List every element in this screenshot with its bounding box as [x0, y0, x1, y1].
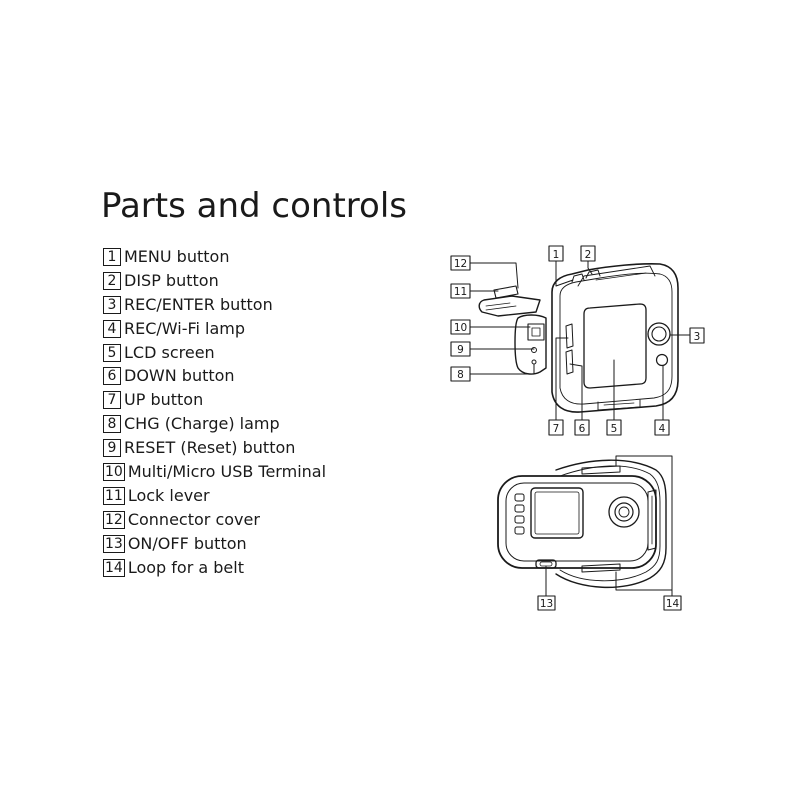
- callout-lines-top: [469, 260, 691, 421]
- callout-number-labels: 12 11 10 9 8 1 2 3 4 5 6 7 13 14: [454, 249, 701, 610]
- part-number: 2: [103, 271, 121, 290]
- callout-lines-bottom: [545, 455, 673, 597]
- part-number: 4: [103, 319, 121, 338]
- part-label: REC/ENTER button: [124, 294, 273, 314]
- callout-label: 3: [694, 331, 701, 343]
- part-number: 7: [103, 391, 121, 410]
- callout-label: 12: [454, 258, 467, 270]
- callout-label: 7: [553, 423, 560, 435]
- part-number: 3: [103, 295, 121, 314]
- page-title: Parts and controls: [101, 186, 407, 226]
- part-label: Lock lever: [127, 485, 210, 505]
- callout-label: 5: [611, 423, 618, 435]
- part-number: 9: [103, 439, 121, 458]
- part-label: LCD screen: [124, 342, 215, 362]
- callout-label: 13: [540, 598, 553, 610]
- part-label: REC/Wi-Fi lamp: [124, 318, 246, 338]
- callout-label: 8: [457, 369, 464, 381]
- part-number: 13: [103, 534, 125, 553]
- part-label: Connector cover: [127, 509, 260, 529]
- callout-label: 1: [553, 249, 560, 261]
- part-label: CHG (Charge) lamp: [124, 414, 280, 434]
- callout-number-boxes: [450, 245, 705, 611]
- camera-remote-front: [497, 459, 667, 589]
- camera-remote-perspective: [478, 263, 679, 413]
- part-number: 11: [103, 486, 125, 505]
- callout-label: 10: [454, 322, 467, 334]
- part-number: 1: [103, 247, 121, 266]
- part-label: UP button: [124, 390, 204, 410]
- part-number: 14: [103, 558, 125, 577]
- part-number: 5: [103, 343, 121, 362]
- callout-label: 2: [585, 249, 592, 261]
- callout-label: 9: [457, 344, 464, 356]
- part-label: DOWN button: [124, 366, 235, 386]
- part-label: Loop for a belt: [127, 557, 244, 577]
- part-label: ON/OFF button: [127, 533, 247, 553]
- callout-label: 14: [666, 598, 680, 610]
- part-number: 10: [103, 462, 125, 481]
- part-label: MENU button: [124, 246, 230, 266]
- part-number: 8: [103, 415, 121, 434]
- part-number: 12: [103, 510, 125, 529]
- part-label: DISP button: [124, 270, 219, 290]
- callout-label: 4: [659, 423, 666, 435]
- part-label: RESET (Reset) button: [124, 438, 296, 458]
- callout-label: 6: [579, 423, 586, 435]
- part-number: 6: [103, 367, 121, 386]
- part-label: Multi/Micro USB Terminal: [127, 461, 327, 481]
- callout-label: 11: [454, 286, 467, 298]
